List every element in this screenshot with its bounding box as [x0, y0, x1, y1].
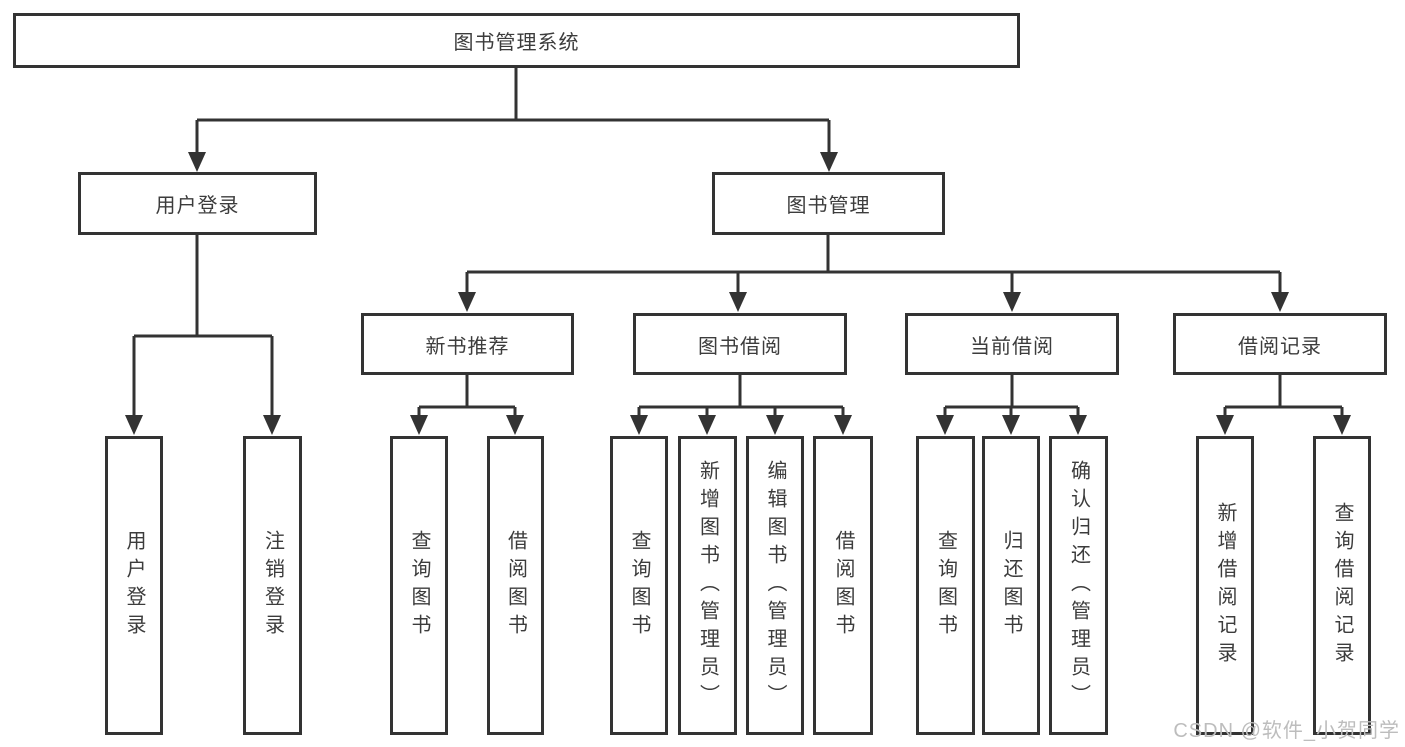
node-user-login: 用户登录	[78, 172, 317, 235]
leaf-bb-query-books: 查询图书	[610, 436, 668, 735]
arrowheads	[125, 152, 1351, 435]
node-library-management-system: 图书管理系统	[13, 13, 1020, 68]
leaf-bb-add-books-admin: 新增图书（管理员）	[678, 436, 737, 735]
leaf-nbr-borrow-books: 借阅图书	[487, 436, 544, 735]
leaf-br-query-record: 查询借阅记录	[1313, 436, 1371, 735]
leaf-user-login: 用户登录	[105, 436, 163, 735]
node-new-book-recommend: 新书推荐	[361, 313, 574, 375]
connector-cb-to-leaves	[943, 375, 1080, 418]
node-borrowing-records: 借阅记录	[1173, 313, 1387, 375]
leaf-nbr-query-books: 查询图书	[390, 436, 448, 735]
connector-login-to-leaves	[132, 235, 274, 418]
leaf-cb-return-books: 归还图书	[982, 436, 1040, 735]
leaf-cb-confirm-return-admin: 确认归还（管理员）	[1049, 436, 1108, 735]
connector-root-to-level2	[195, 68, 831, 154]
connector-nbr-to-leaves	[417, 375, 517, 418]
leaf-cb-query-books: 查询图书	[916, 436, 975, 735]
csdn-watermark: CSDN @软件_小贺同学	[1173, 720, 1400, 742]
leaf-bb-borrow-books: 借阅图书	[813, 436, 873, 735]
leaf-logout: 注销登录	[243, 436, 302, 735]
node-book-management: 图书管理	[712, 172, 945, 235]
node-current-borrowing: 当前借阅	[905, 313, 1119, 375]
leaf-br-add-record: 新增借阅记录	[1196, 436, 1254, 735]
connector-mgmt-to-level3	[465, 235, 1282, 294]
leaf-bb-edit-books-admin: 编辑图书（管理员）	[746, 436, 804, 735]
connector-bb-to-leaves	[637, 375, 845, 418]
connector-br-to-leaves	[1223, 375, 1344, 418]
node-book-borrowing: 图书借阅	[633, 313, 847, 375]
